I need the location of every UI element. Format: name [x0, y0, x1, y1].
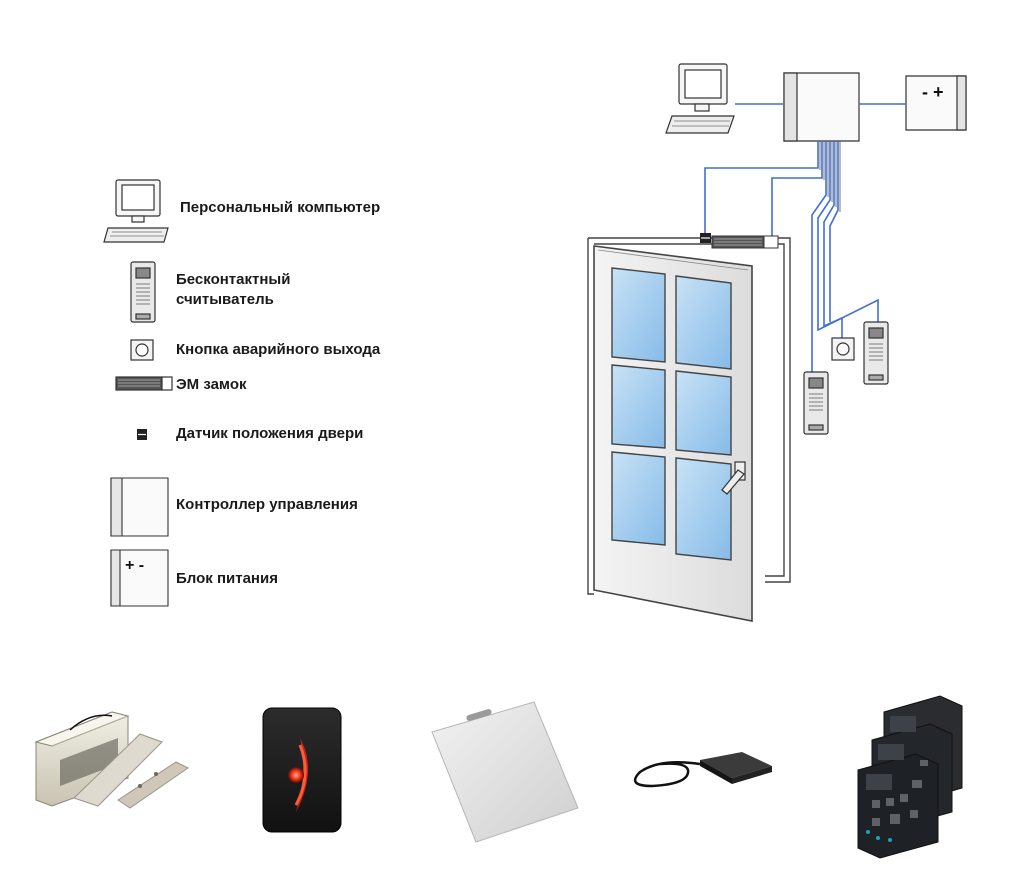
diagram-em-lock — [711, 235, 779, 249]
rfid-reader-photo — [262, 707, 342, 833]
diagram-reader-outside — [803, 371, 829, 435]
legend-label-exit-button: Кнопка аварийного выхода — [176, 341, 381, 358]
diagram-computer-icon — [665, 63, 735, 134]
diagram-reader-inside — [863, 321, 889, 385]
controller-boards-photo — [857, 695, 963, 859]
diagram-door-sensor — [700, 233, 711, 243]
em-lock-photo — [34, 711, 189, 809]
legend-label-controller: Контроллер управления — [176, 496, 358, 513]
diagram-controller-box — [783, 72, 860, 142]
wiring — [704, 103, 906, 372]
usb-card-reader-photo — [633, 752, 772, 788]
legend-door-sensor-icon — [137, 429, 147, 440]
diagram-psu-sign: - + — [922, 82, 944, 102]
legend-em-lock-icon — [115, 376, 173, 391]
legend-power-supply-icon — [110, 549, 169, 607]
wiring-shadow — [819, 141, 841, 212]
door-frame — [587, 237, 791, 595]
legend-label-door-sensor: Датчик положения двери — [176, 425, 364, 442]
legend-label-em-lock: ЭМ замок — [176, 376, 247, 393]
legend-proximity-reader-icon — [130, 261, 156, 323]
proximity-card-photo — [431, 701, 579, 843]
door-handle — [721, 461, 746, 495]
diagram-exit-button — [831, 337, 855, 361]
legend-controller-icon — [110, 477, 169, 537]
door-glass-panes — [611, 267, 732, 561]
legend-label-pc: Персональный компьютер — [180, 199, 381, 216]
diagram-power-supply-box — [905, 75, 967, 131]
legend-computer-icon — [103, 179, 169, 243]
legend-label-reader: Бесконтактный считыватель — [176, 271, 291, 308]
legend-label-psu: Блок питания — [176, 570, 278, 587]
legend-psu-sign: + - — [125, 557, 144, 574]
legend-exit-button-icon — [130, 339, 154, 361]
